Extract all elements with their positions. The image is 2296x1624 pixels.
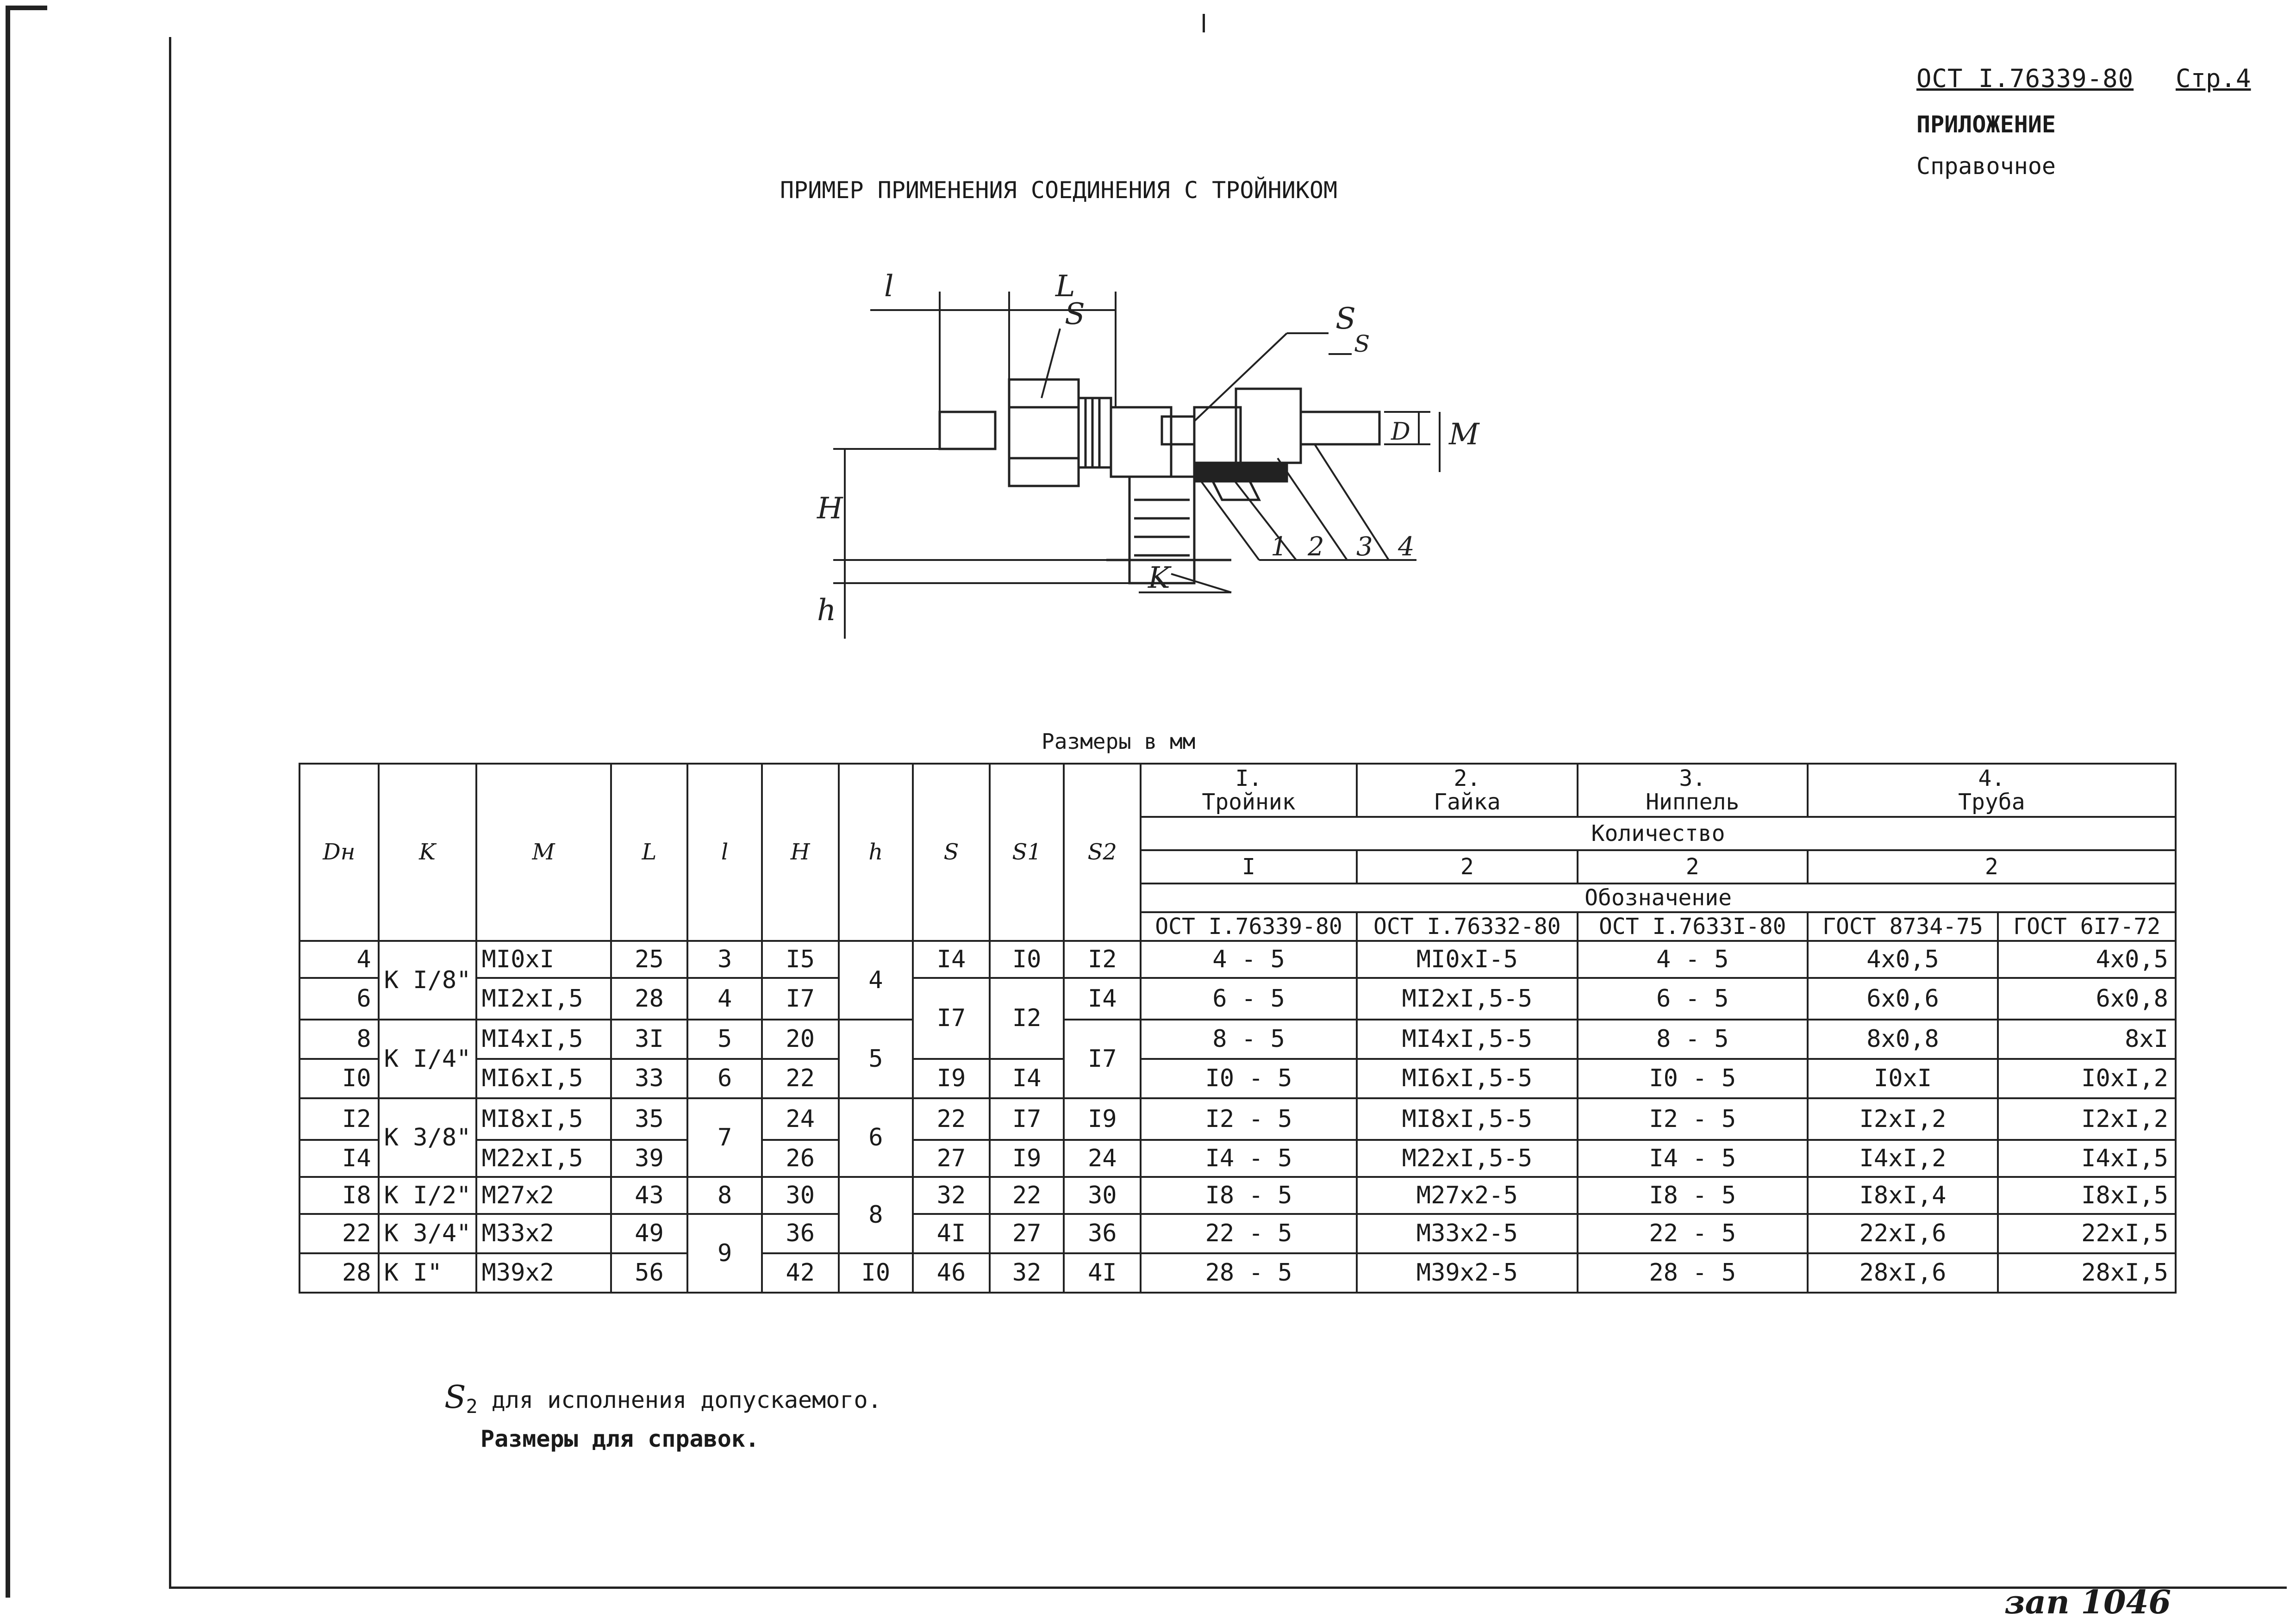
group-pipe-header: 4.Труба bbox=[1806, 763, 2177, 818]
qty-tee: I bbox=[1140, 849, 1358, 884]
note-s2: S2 для исполнения допускаемого. bbox=[444, 1379, 882, 1418]
table-row: I4 M22xI,5 39 26 27 I9 24 I4 - 5 M22xI,5… bbox=[299, 1139, 2177, 1178]
qty-nut: 2 bbox=[1355, 849, 1578, 884]
std-pipe-2: ГОСТ 6I7-72 bbox=[1997, 911, 2177, 942]
std-nipple: ОСТ I.7633I-80 bbox=[1576, 911, 1809, 942]
units-note: Размеры в мм bbox=[1042, 729, 1196, 754]
tee-connection-drawing: l L S S S D M H h K 1 2 3 4 bbox=[817, 269, 1480, 639]
col-S1-header: S1 bbox=[988, 763, 1065, 942]
col-S2-header: S2 bbox=[1063, 763, 1142, 942]
frame-left bbox=[169, 37, 171, 1587]
table-row: 4 К I/8" MI0xI 25 3 I5 4 I4 I0 I2 4 - 5 … bbox=[299, 940, 2177, 1020]
col-dn-header: Dн bbox=[299, 763, 380, 942]
table-row: I2 К 3/8" MI8xI,5 35 7 24 6 22 I7 I9 I2 … bbox=[299, 1097, 2177, 1178]
part-1-label: 1 bbox=[1271, 532, 1287, 562]
note-s2-subscript: 2 bbox=[466, 1395, 478, 1418]
note-s2-text: для исполнения допускаемого. bbox=[477, 1387, 882, 1413]
note-s2-symbol: S bbox=[444, 1379, 466, 1416]
qty-nipple: 2 bbox=[1576, 849, 1809, 884]
group-nut-header: 2.Гайка bbox=[1355, 763, 1578, 818]
reference-label: Справочное bbox=[1916, 153, 2056, 180]
table-row: I0 MI6xI,5 33 6 22 I9 I4 I0 - 5 MI6xI,5-… bbox=[299, 1058, 2177, 1099]
k-cell: К I/2" bbox=[377, 1176, 477, 1215]
std-nut: ОСТ I.76332-80 bbox=[1355, 911, 1578, 942]
table-row: 8 К I/4" MI4xI,5 3I 5 20 5 I7 8 - 5 MI4x… bbox=[299, 1019, 2177, 1099]
dim-M-label: M bbox=[1448, 417, 1480, 452]
k-cell: К 3/4" bbox=[377, 1213, 477, 1254]
table-row: 6 MI2xI,5 28 4 I7 I7 I2 I4 6 - 5 MI2xI,5… bbox=[299, 977, 2177, 1060]
dim-L-label: L bbox=[1055, 269, 1075, 304]
dim-S1-label: S bbox=[1335, 302, 1356, 336]
table-row: I8 К I/2" M27x2 43 8 30 8 32 22 30 I8 - … bbox=[299, 1176, 2177, 1254]
group-nipple-header: 3.Ниппель bbox=[1576, 763, 1809, 818]
quantity-header: Количество bbox=[1140, 816, 2177, 851]
k-cell: К I/4" bbox=[377, 1019, 477, 1099]
note-reference: Размеры для справок. bbox=[480, 1425, 760, 1452]
dim-l-label: l bbox=[884, 269, 893, 304]
frame-left-outer bbox=[6, 6, 10, 1598]
appendix-label: ПРИЛОЖЕНИЕ bbox=[1916, 111, 2056, 138]
col-H-header: H bbox=[761, 763, 840, 942]
part-4-label: 4 bbox=[1398, 532, 1415, 562]
part-2-label: 2 bbox=[1307, 532, 1324, 562]
top-tick bbox=[1203, 14, 1205, 32]
dim-H-label: H bbox=[817, 492, 843, 526]
table-row: 22 К 3/4" M33x2 49 9 36 4I 27 36 22 - 5 … bbox=[299, 1213, 2177, 1294]
std-pipe-1: ГОСТ 8734-75 bbox=[1806, 911, 1999, 942]
spec-table: Dн K M L l H h S S1 S2 I.Тройник 2.Гайка… bbox=[299, 763, 2177, 1294]
col-S-header: S bbox=[912, 763, 991, 942]
k-cell: К I/8" bbox=[377, 940, 477, 1020]
col-k-header: K bbox=[377, 763, 477, 942]
dim-Dn-label: D bbox=[1391, 418, 1410, 446]
dim-h-label: h bbox=[817, 593, 836, 628]
dim-S-label: S bbox=[1065, 297, 1085, 331]
k-cell: К 3/8" bbox=[377, 1097, 477, 1178]
frame-bottom bbox=[169, 1587, 2287, 1589]
part-3-label: 3 bbox=[1356, 532, 1373, 562]
dim-K-label: K bbox=[1148, 561, 1172, 595]
table-row: 28 К I" M39x2 56 42 I0 46 32 4I 28 - 5 M… bbox=[299, 1252, 2177, 1294]
col-m-header: M bbox=[475, 763, 612, 942]
qty-pipe: 2 bbox=[1806, 849, 2177, 884]
page-title: ПРИМЕР ПРИМЕНЕНИЯ СОЕДИНЕНИЯ С ТРОЙНИКОМ bbox=[780, 177, 1338, 204]
std-tee: ОСТ I.76339-80 bbox=[1140, 911, 1358, 942]
designation-header: Обозначение bbox=[1140, 883, 2177, 913]
frame-corner bbox=[6, 6, 47, 10]
col-L-header: L bbox=[610, 763, 689, 942]
handwritten-stamp: зап 1046 bbox=[2004, 1583, 2171, 1621]
col-h-header: h bbox=[837, 763, 914, 942]
page-number: Стр.4 bbox=[2176, 64, 2251, 93]
k-cell: К I" bbox=[377, 1252, 477, 1294]
group-tee-header: I.Тройник bbox=[1140, 763, 1358, 818]
dim-S2-label: S bbox=[1354, 330, 1370, 357]
col-l-header: l bbox=[686, 763, 763, 942]
doc-code: ОСТ I.76339-80 bbox=[1916, 64, 2134, 93]
